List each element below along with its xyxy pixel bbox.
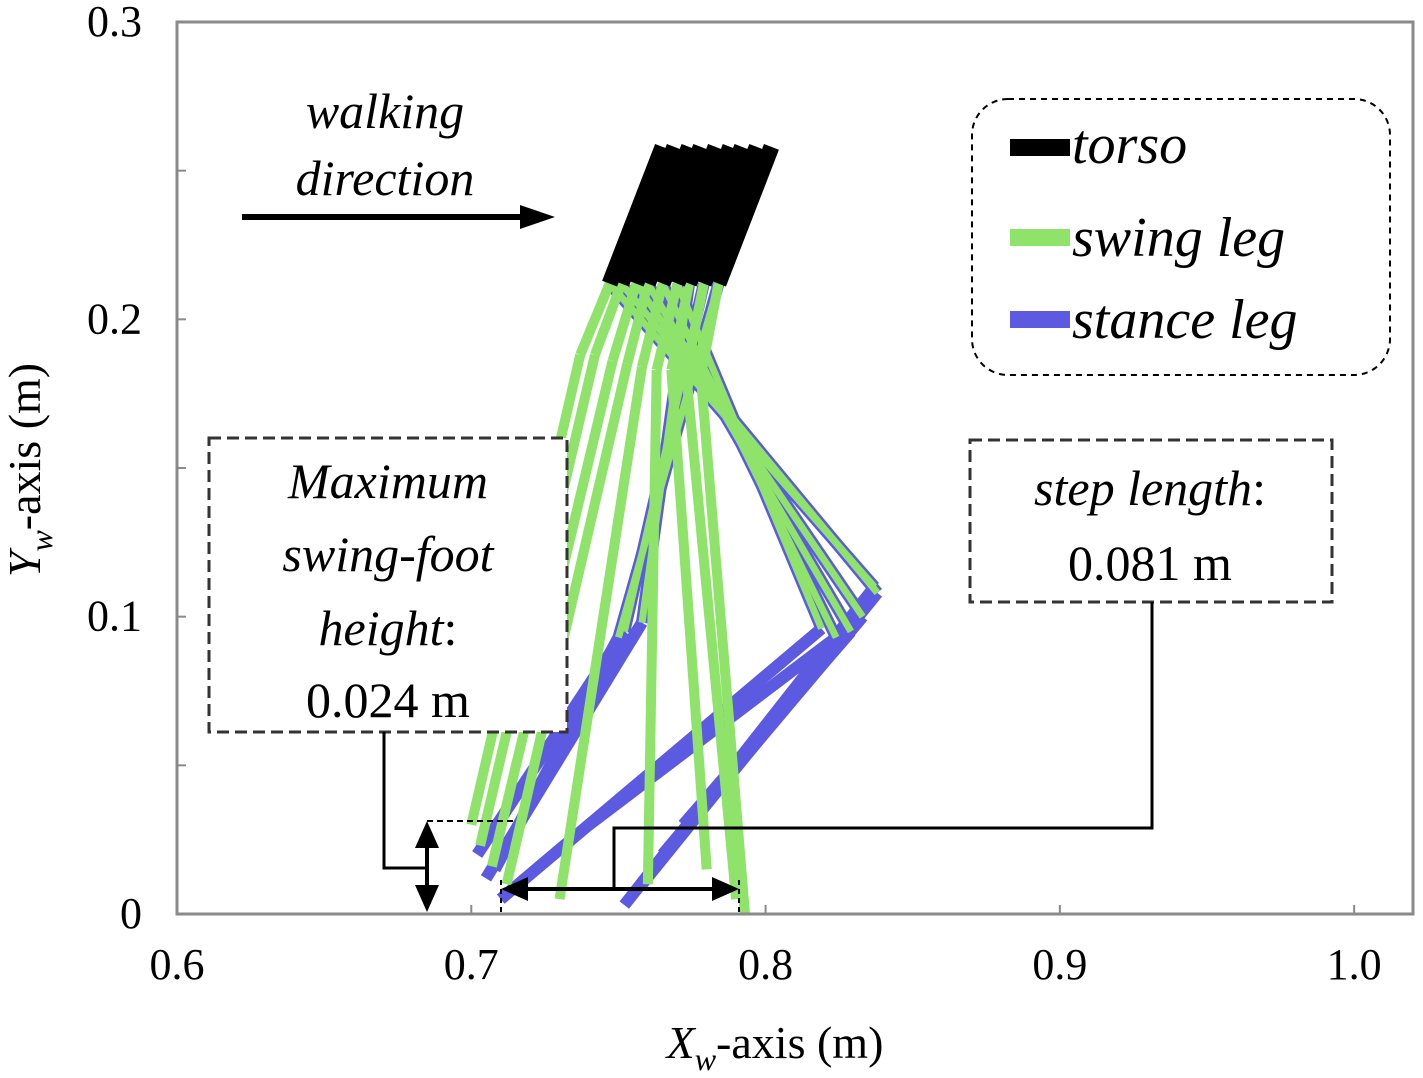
legend-label-torso: torso	[1072, 114, 1187, 176]
step-length-arrowhead-right	[712, 877, 739, 901]
swing-shank-segment	[554, 366, 647, 900]
max-height-line1: Maximum	[287, 453, 488, 509]
max-height-line3: height:	[319, 600, 458, 656]
y-axis-ticks: 0 0.1 0.2 0.3	[87, 0, 186, 938]
x-axis-ticks: 0.6 0.7 0.8 0.9 1.0	[150, 905, 1382, 989]
stance-shank-segment	[496, 623, 826, 904]
max-height-value: 0.024 m	[306, 672, 470, 728]
step-length-arrowhead-left	[501, 877, 528, 901]
torso-segment	[640, 143, 709, 287]
y-axis-title: Yw-axis (m)	[0, 363, 59, 577]
torso-segment	[613, 143, 682, 287]
x-tick-label: 0.7	[444, 940, 499, 989]
x-tick-label: 0.9	[1032, 940, 1087, 989]
legend-swatch-swing	[1010, 229, 1070, 246]
torso-segment	[696, 143, 765, 287]
legend-swatch-stance	[1010, 311, 1070, 328]
stance-thigh-outline	[618, 281, 881, 596]
step-length-annotation: step length: 0.081 m	[500, 438, 1334, 912]
torso-segment	[602, 143, 671, 287]
x-axis-title: Xw-axis (m)	[665, 1017, 884, 1077]
stick-figure-frames	[466, 143, 883, 915]
walking-direction-line1: walking	[306, 83, 464, 139]
stance-shank-segment	[678, 627, 856, 829]
swing-shank-segment	[666, 369, 712, 870]
legend-swatch-torso	[1010, 139, 1070, 156]
y-tick-label: 0	[120, 889, 142, 938]
torso-segment	[655, 143, 724, 287]
max-height-line2: swing-foot	[282, 526, 494, 582]
torso-segment	[681, 143, 750, 287]
torso-segment	[669, 143, 738, 287]
x-tick-label: 1.0	[1327, 940, 1382, 989]
legend: torso swing leg stance leg	[971, 98, 1391, 376]
legend-box	[971, 98, 1391, 376]
step-length-label: step length:	[1034, 460, 1266, 516]
legend-label-stance: stance leg	[1072, 289, 1297, 351]
step-length-leader	[612, 602, 1154, 889]
stance-thigh-outline	[615, 282, 722, 639]
max-height-arrowhead-down	[415, 885, 439, 912]
max-height-leader	[382, 732, 427, 870]
swing-shank-segment	[695, 375, 750, 915]
swing-thigh-segment	[575, 281, 615, 357]
walking-direction-arrowhead	[520, 205, 555, 229]
legend-label-swing: swing leg	[1072, 207, 1285, 269]
swing-shank-segment	[642, 369, 662, 885]
torso-segment	[628, 143, 697, 287]
y-tick-label: 0.1	[87, 592, 142, 641]
x-tick-label: 0.6	[150, 940, 205, 989]
x-tick-label: 0.8	[738, 940, 793, 989]
y-tick-label: 0.3	[87, 0, 142, 46]
swing-shank-segment	[681, 372, 742, 900]
y-tick-label: 0.2	[87, 294, 142, 343]
max-height-annotation: Maximum swing-foot height: 0.024 m	[207, 436, 569, 912]
max-height-arrowhead-up	[415, 821, 439, 848]
step-length-box	[968, 438, 1334, 604]
torso-segment	[711, 143, 779, 287]
max-height-box	[207, 436, 569, 734]
walking-direction-line2: direction	[296, 150, 475, 206]
step-length-value: 0.081 m	[1068, 535, 1232, 591]
walking-direction-annotation: walking direction	[242, 83, 555, 229]
